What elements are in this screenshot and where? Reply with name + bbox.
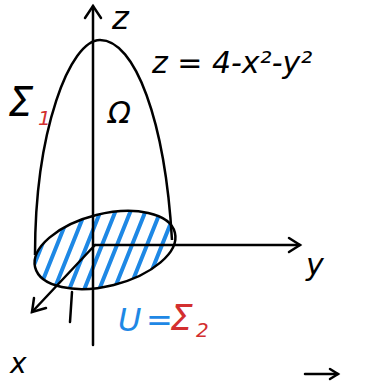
- paraboloid-surface: [35, 40, 172, 255]
- base-name: U: [118, 304, 141, 336]
- axis-label: z: [112, 2, 129, 34]
- surface-equation: z = 4-x²-y²: [152, 48, 312, 78]
- axes: [32, 6, 338, 379]
- surface-index: 1: [38, 108, 51, 128]
- base-ellipse: [26, 198, 183, 303]
- axis-label: y: [306, 250, 324, 280]
- region-name: Ω: [108, 98, 131, 128]
- surface-name: Σ: [170, 300, 193, 336]
- surface-index: 2: [196, 320, 209, 340]
- equals-sign: =: [146, 304, 173, 336]
- surface-name: Σ: [8, 82, 33, 122]
- axis-label: x: [10, 350, 27, 378]
